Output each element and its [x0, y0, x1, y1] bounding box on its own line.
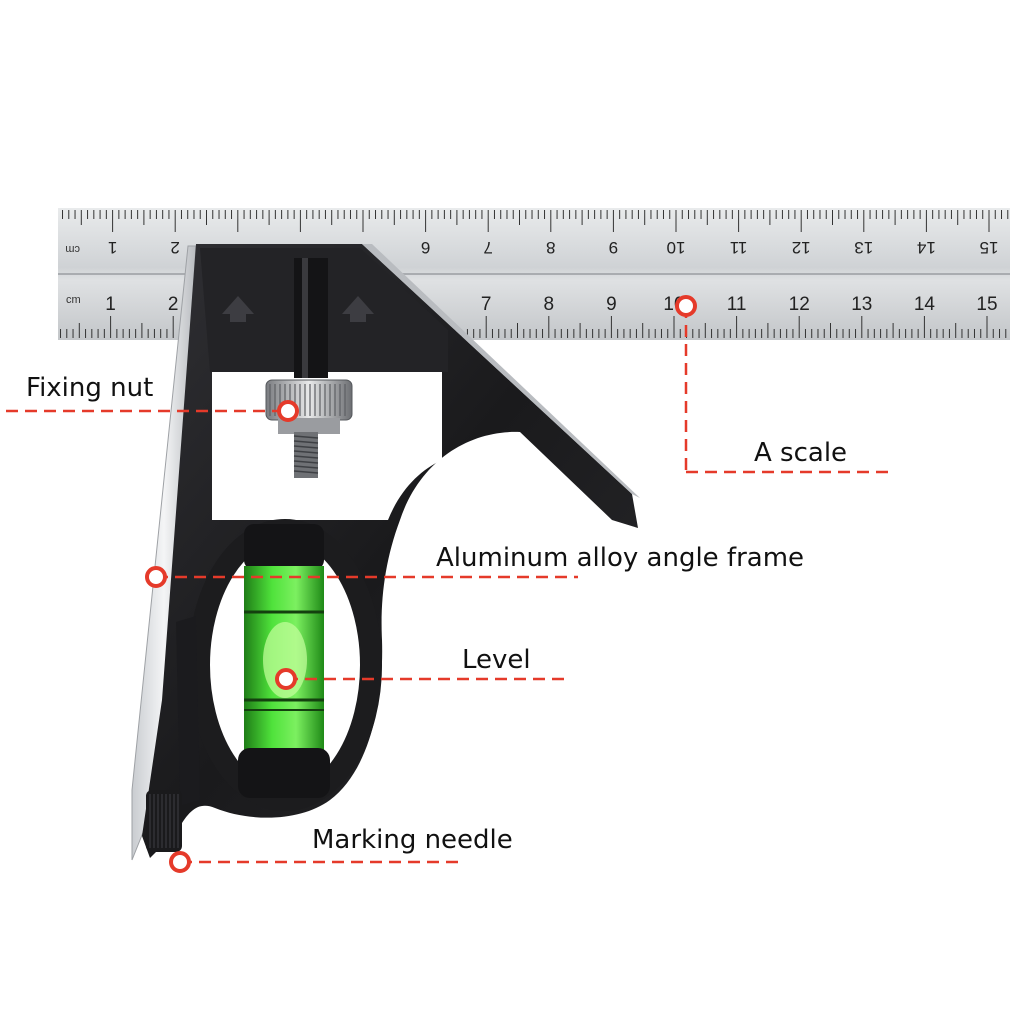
ruler-top-number: 6 [421, 238, 430, 257]
ruler-bottom-number: 7 [481, 294, 492, 315]
ruler-bottom-number: 8 [544, 294, 555, 315]
marking-needle-body [176, 616, 200, 806]
ruler-unit-bottom: cm [66, 294, 81, 306]
level-vial [238, 524, 330, 798]
ruler-top-number: 9 [609, 238, 618, 257]
ruler-top-number: 10 [667, 238, 686, 257]
screw-thread-line [293, 435, 319, 439]
ruler-top-number: 15 [980, 238, 999, 257]
ruler-unit-top: cm [65, 243, 80, 255]
callout-marker-fixing-nut [277, 400, 299, 422]
ruler-bottom-number: 12 [789, 294, 810, 315]
screw-thread-line [293, 470, 319, 474]
ruler-top-number: 7 [483, 238, 492, 257]
callout-marker-level [275, 668, 297, 690]
ruler-top-number: 1 [108, 238, 117, 257]
frame-post-highlight [302, 258, 308, 378]
level-cap-bottom [238, 748, 330, 798]
ruler-bottom-number: 2 [168, 294, 179, 315]
callout-label-fixing-nut: Fixing nut [26, 373, 153, 403]
screw-thread-line [293, 455, 319, 459]
ruler-top-number: 14 [917, 238, 936, 257]
callout-label-level: Level [462, 645, 531, 675]
fixing-screw-thread [293, 435, 319, 474]
ruler-bottom-number: 9 [606, 294, 617, 315]
ruler-bottom-number: 14 [914, 294, 936, 315]
callouts: Fixing nut A scale Aluminum alloy angle … [6, 295, 892, 873]
ruler-top-number: 2 [170, 238, 179, 257]
ruler-bottom-number: 13 [851, 294, 872, 315]
screw-thread-line [293, 445, 319, 449]
ruler-bottom-number: 1 [105, 294, 116, 315]
screw-thread-line [293, 465, 319, 469]
callout-label-scale: A scale [754, 438, 847, 468]
level-cap-top [244, 524, 324, 570]
ruler-bottom-number: 15 [976, 294, 997, 315]
fixing-screw [294, 432, 318, 478]
screw-thread-line [293, 440, 319, 444]
ruler-top-number: 12 [792, 238, 811, 257]
marking-needle [146, 616, 200, 852]
marking-needle-knob [146, 790, 182, 852]
frame-post [294, 258, 328, 378]
callout-marker-frame [145, 566, 167, 588]
ruler-top-ticks [62, 210, 1009, 232]
logo-right-icon [342, 296, 374, 322]
callout-label-frame: Aluminum alloy angle frame [436, 543, 804, 573]
screw-thread-line [293, 450, 319, 454]
ruler-top-number: 11 [730, 238, 748, 257]
ruler-top-number: 13 [854, 238, 873, 257]
fixing-nut-base [278, 418, 340, 434]
frame-diagonal-edge [362, 244, 640, 498]
callout-marker-needle [169, 851, 191, 873]
callout-marker-scale [675, 295, 697, 317]
logo-left-icon [222, 296, 254, 322]
callout-label-needle: Marking needle [312, 825, 513, 855]
marking-needle-knurl [149, 794, 179, 848]
ruler-bottom-number: 11 [727, 294, 747, 315]
screw-thread-line [293, 460, 319, 464]
ruler-top-number: 8 [546, 238, 555, 257]
